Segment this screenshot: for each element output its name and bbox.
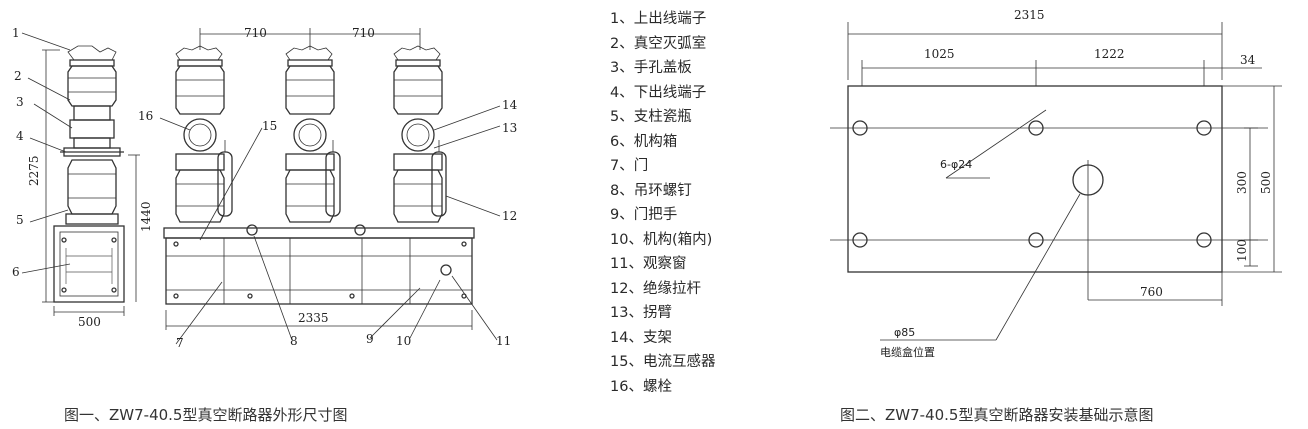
dim-100: 100 <box>1235 239 1249 262</box>
legend-item: 15、电流互感器 <box>610 354 716 370</box>
dim-right-seg: 34 <box>1240 53 1256 67</box>
callout-15: 15 <box>262 119 277 133</box>
callout-14: 14 <box>502 98 518 112</box>
dim-mid-seg: 1222 <box>1094 47 1125 61</box>
figure1-drawing: 710 710 2275 1440 500 2335 1 2 3 4 5 6 1… <box>12 26 518 424</box>
dim-pole-spacing-1: 710 <box>244 26 267 40</box>
callout-2: 2 <box>14 69 22 83</box>
callout-12: 12 <box>502 209 517 223</box>
callout-8: 8 <box>290 334 298 348</box>
legend-item: 6、机构箱 <box>610 133 678 150</box>
legend-item: 10、机构(箱内) <box>610 231 713 248</box>
callout-13: 13 <box>502 121 517 135</box>
cable-box-position: 电缆盒位置 <box>880 345 935 359</box>
cable-hole-dia: φ85 <box>894 326 915 339</box>
side-view <box>21 32 140 316</box>
legend-item: 5、支柱瓷瓶 <box>610 109 692 125</box>
callout-4: 4 <box>16 129 24 143</box>
legend-item: 14、支架 <box>610 329 672 346</box>
legend-item: 13、拐臂 <box>610 305 672 321</box>
legend-item: 16、螺栓 <box>610 378 672 395</box>
parts-legend: 1、上出线端子 2、真空灭弧室 3、手孔盖板 4、下出线端子 5、支柱瓷瓶 6、… <box>610 7 715 399</box>
legend-item: 3、手孔盖板 <box>610 60 692 76</box>
legend-item: 12、绝缘拉杆 <box>610 280 701 297</box>
figure2-caption: 图二、ZW7-40.5型真空断路器安装基础示意图 <box>840 406 1153 424</box>
legend-item: 2、真空灭弧室 <box>610 35 707 52</box>
callout-16: 16 <box>138 109 153 123</box>
callout-11: 11 <box>496 334 511 348</box>
dim-frame-height: 1440 <box>139 201 153 232</box>
foundation-plan <box>830 22 1282 341</box>
legend-item: 4、下出线端子 <box>610 84 707 101</box>
callout-9: 9 <box>366 332 374 346</box>
legend-item: 8、吊环螺钉 <box>610 182 692 199</box>
callout-10: 10 <box>396 334 411 348</box>
legend-item: 11、观察窗 <box>610 256 687 272</box>
callout-5: 5 <box>16 213 24 227</box>
legend-item: 7、门 <box>610 158 649 174</box>
callout-1: 1 <box>12 26 20 40</box>
dim-300: 300 <box>1235 171 1249 194</box>
dim-pole-spacing-2: 710 <box>352 26 375 40</box>
dim-side-width: 500 <box>78 315 101 329</box>
figure1-caption: 图一、ZW7-40.5型真空断路器外形尺寸图 <box>64 406 347 424</box>
dim-total-width: 2335 <box>298 311 329 325</box>
callout-6: 6 <box>12 265 20 279</box>
dim-760: 760 <box>1140 285 1163 299</box>
callout-7: 7 <box>176 336 184 350</box>
dim-total-length: 2315 <box>1014 8 1045 22</box>
front-view <box>159 28 501 345</box>
dim-500: 500 <box>1259 171 1273 194</box>
legend-item: 1、上出线端子 <box>610 11 707 27</box>
callout-3: 3 <box>16 95 24 109</box>
dim-total-height: 2275 <box>27 155 41 186</box>
holes-label: 6-φ24 <box>940 158 972 171</box>
legend-item: 9、门把手 <box>610 207 678 223</box>
dim-left-seg: 1025 <box>924 47 955 61</box>
